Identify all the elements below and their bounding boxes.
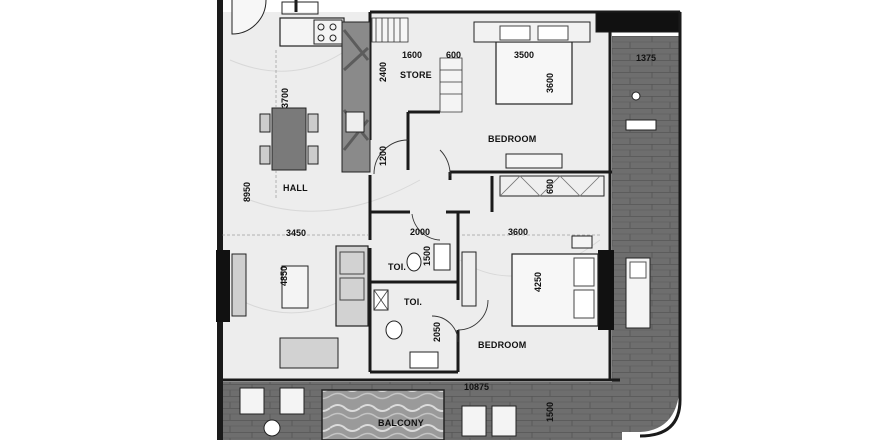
dining-table <box>271 107 307 171</box>
dim-balcony-depth: 1500 <box>545 401 555 422</box>
room-label-hall: HALL <box>283 183 308 193</box>
armchair-icon <box>279 337 339 369</box>
dim-hall-width: 3450 <box>286 228 307 238</box>
bed-top <box>495 41 573 105</box>
window-left <box>216 250 230 322</box>
dim-wardrobe-depth: 600 <box>545 178 555 194</box>
dim-bedroom-top-width: 3500 <box>514 50 535 60</box>
daybed-icon <box>461 405 487 437</box>
outer-walls <box>217 0 682 440</box>
room-label-balcony: BALCONY <box>378 418 424 428</box>
door-arcs <box>373 139 489 343</box>
dimension-lines <box>222 50 600 236</box>
dim-bedroom-top-height: 3600 <box>545 72 555 93</box>
room-label-bedroom-bottom: BEDROOM <box>478 340 527 350</box>
dim-door-width: 1200 <box>378 145 388 166</box>
store-shelves <box>371 17 463 113</box>
dim-overall-height: 8950 <box>242 181 252 202</box>
entry-door-icon <box>231 0 267 35</box>
daybed-icon <box>491 405 517 437</box>
terrace-deck <box>612 36 680 432</box>
terrace-plant-icon <box>631 91 641 101</box>
chair-icon <box>259 113 271 133</box>
balcony-chair-icon <box>279 387 305 415</box>
balcony-table-icon <box>263 419 281 437</box>
dim-bedroom-bottom-height: 4250 <box>533 271 543 292</box>
tv-unit <box>231 253 247 317</box>
dim-store-height: 2400 <box>378 61 388 82</box>
chair-icon <box>307 145 319 165</box>
coffee-table <box>281 265 309 309</box>
kitchen-counter <box>279 17 345 47</box>
dim-overall-width: 10875 <box>464 382 490 392</box>
room-label-toilet-2: TOI. <box>404 297 423 307</box>
dim-store-width: 1600 <box>402 50 423 60</box>
dim-terrace-width: 1375 <box>636 53 657 63</box>
room-label-toilet-1: TOI. <box>388 262 407 272</box>
dim-toilet2-height: 2050 <box>432 321 442 342</box>
dim-bedroom-bottom-width: 3600 <box>508 227 529 237</box>
toilet-icon <box>385 320 403 340</box>
terrace-table-icon <box>625 119 657 131</box>
dim-store-gap: 600 <box>446 50 462 60</box>
room-label-bedroom-top: BEDROOM <box>488 134 537 144</box>
wardrobe <box>499 175 605 197</box>
toilet-icon <box>406 252 422 272</box>
chair-icon <box>259 145 271 165</box>
sofa-icon <box>335 245 369 327</box>
room-label-store: STORE <box>400 70 432 80</box>
balcony-chair-icon <box>239 387 265 415</box>
chair-icon <box>307 113 319 133</box>
sink-icon <box>345 111 365 133</box>
dim-toilet-height: 1500 <box>422 245 432 266</box>
window-right <box>598 250 614 330</box>
dim-hall-length: 3700 <box>280 87 290 108</box>
dim-toilet-width: 2000 <box>410 227 431 237</box>
pool <box>321 389 445 440</box>
dim-living-height: 4850 <box>279 265 289 286</box>
